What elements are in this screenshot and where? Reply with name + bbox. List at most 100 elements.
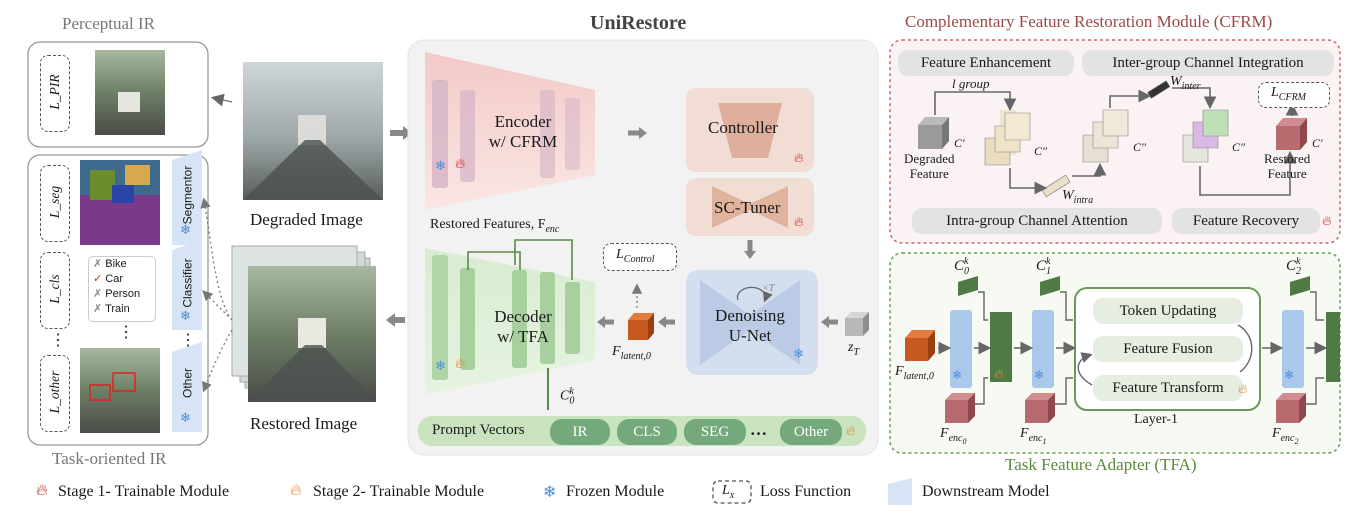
tfa-f-latent-label: Flatent,0 (895, 364, 934, 382)
fenc2-label: Fenc2 (1272, 426, 1299, 446)
unirestore-title: UniRestore (590, 12, 687, 34)
f-latent-cube (628, 313, 654, 340)
l-cfrm-box: LCFRM (1258, 82, 1330, 108)
c-double-3: C″ (1232, 140, 1246, 154)
tfa-title: Task Feature Adapter (TFA) (1005, 455, 1197, 474)
tfa-trainable-block-2 (1326, 312, 1340, 382)
feature-fusion: Feature Fusion (1093, 336, 1243, 362)
legend-stage2-icon: 🔥︎ (290, 482, 302, 499)
legend-stage2-label: Stage 2- Trainable Module (313, 483, 485, 500)
ck1-bar (1040, 276, 1060, 296)
feature-transform: Feature Transform (1093, 375, 1243, 401)
decoder-frozen-icon: ❄ (435, 358, 446, 373)
tfa-trainable-block-1 (990, 312, 1012, 382)
group-cubes-3 (1182, 109, 1229, 163)
controller-stage1-icon: 🔥︎ (794, 150, 804, 165)
prompt-vectors-label: Prompt Vectors (432, 422, 525, 438)
fenc0-label: Fenc0 (940, 426, 967, 446)
legend-loss-symbol: Lx (722, 483, 735, 501)
c-prime-1: C′ (954, 136, 965, 150)
l-pir-label: L_PIR (47, 74, 62, 110)
restored-features-label: Restored Features, Fenc (430, 217, 560, 235)
tfa-c1k-label: C1k (1036, 256, 1052, 277)
w-inter-label: Winter (1170, 74, 1201, 92)
class-list: ✗ Bike ✓ Car ✗ Person ✗ Train (88, 256, 156, 322)
legend-loss-label: Loss Function (760, 483, 852, 500)
prompt-ellipsis: … (750, 420, 767, 439)
tfa-c2k-label: C2k (1286, 256, 1302, 277)
inter-group-label: Inter-group Channel Integration (1082, 50, 1334, 76)
legend-downstream-shape (888, 478, 912, 505)
layer-1-label: Layer-1 (1134, 412, 1179, 427)
fenc0-cube (945, 393, 975, 423)
c-prime-2: C′ (1312, 136, 1323, 150)
legend-stage1-label: Stage 1- Trainable Module (58, 483, 230, 500)
fenc1-label: Fenc1 (1020, 426, 1047, 446)
c0k-label: C0k (560, 386, 575, 407)
prompt-stage2-icon: 🔥︎ (846, 423, 856, 438)
prompt-seg: SEG (684, 419, 746, 445)
legend-downstream-label: Downstream Model (922, 483, 1050, 500)
l-cls-label: L_cls (47, 274, 62, 304)
legend-frozen-label: Frozen Module (566, 483, 665, 500)
tfa-c0k-label: C0k (954, 256, 970, 277)
decoder-stage2-icon: 🔥︎ (455, 357, 466, 372)
fenc2-cube (1276, 393, 1306, 423)
l-group-label: l group (952, 76, 990, 91)
task-ir-title: Task-oriented IR (52, 449, 167, 468)
ck2-bar (1290, 276, 1310, 296)
intra-group-label: Intra-group Channel Attention (912, 208, 1162, 234)
feature-enhancement-label: Feature Enhancement (898, 50, 1074, 76)
f-latent-label: Flatent,0 (612, 344, 651, 362)
degraded-feature-cube (918, 117, 949, 149)
unet-frozen-icon: ❄ (793, 346, 804, 361)
layer-stage2-icon: 🔥︎ (1238, 381, 1248, 396)
tfa-frozen-block-1 (950, 310, 972, 388)
image-ellipsis: ⋮ (118, 324, 134, 341)
group-cubes-1 (984, 110, 1031, 166)
restored-image-caption: Restored Image (250, 414, 358, 433)
z-t-label: zT (848, 340, 860, 358)
tfa-f-latent-cube (905, 330, 935, 361)
degraded-image-caption: Degraded Image (250, 210, 363, 229)
l-cls-box: L_cls (40, 252, 70, 329)
l-control-box: LControl (603, 243, 677, 271)
c-double-1: C″ (1034, 144, 1048, 158)
l-other-box: L_other (40, 355, 70, 432)
classifier-tag (172, 240, 202, 330)
tfa-frozen-block-3 (1282, 310, 1304, 388)
restored-feature-cube (1276, 118, 1307, 150)
prompt-other: Other (780, 419, 842, 445)
w-intra-label: Wintra (1062, 188, 1094, 206)
sc-tuner-label: SC-Tuner (714, 198, 781, 217)
legend-stage1-icon: 🔥︎ (36, 482, 48, 499)
l-seg-label: L_seg (47, 185, 62, 219)
class-item: ✗ Bike (93, 258, 127, 270)
segmentor-tag (172, 150, 202, 245)
feature-recovery-label: Feature Recovery (1172, 208, 1320, 234)
other-tag (172, 342, 202, 432)
model-ellipsis: ⋮ (180, 332, 196, 349)
tfa-block3-frozen-icon: ❄ (1284, 368, 1295, 382)
encoder-stage1-icon: 🔥︎ (455, 157, 466, 172)
class-item: ✓ Car (93, 273, 124, 285)
group-cubes-2 (1082, 109, 1129, 163)
other-frozen-icon: ❄ (180, 410, 191, 425)
controller-label: Controller (708, 118, 778, 137)
token-updating: Token Updating (1093, 298, 1243, 324)
z-t-cube (845, 312, 869, 336)
legend-loss-box (712, 480, 752, 504)
sc-tuner-stage1-icon: 🔥︎ (794, 214, 804, 229)
segmentor-frozen-icon: ❄ (180, 222, 191, 237)
c-double-2: C″ (1133, 140, 1147, 154)
cfrm-title: Complementary Feature Restoration Module… (905, 12, 1273, 31)
l-other-label: L_other (47, 370, 62, 414)
prompt-ir: IR (550, 419, 610, 445)
xt-label: ×T (762, 283, 775, 294)
loss-ellipsis: ⋮ (50, 332, 66, 349)
